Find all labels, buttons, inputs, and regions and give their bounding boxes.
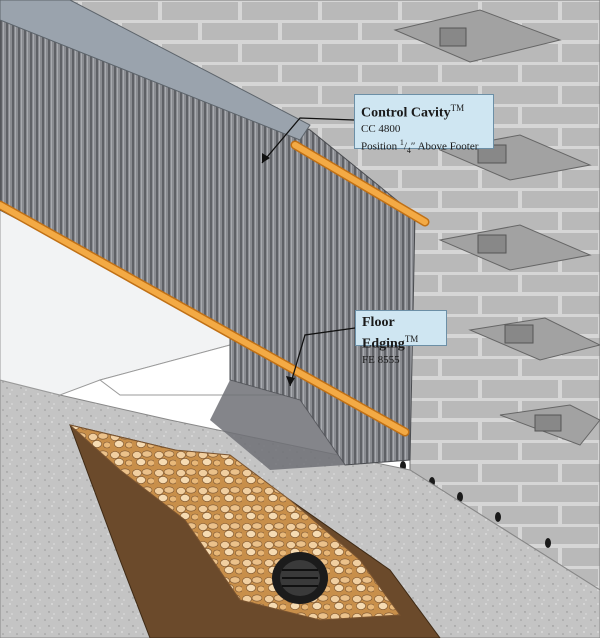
drain-pipe — [272, 552, 328, 604]
cc-arrowhead — [262, 153, 270, 163]
floor-edging-callout: Floor EdgingTM FE 8555 — [355, 310, 447, 366]
control-cavity-callout: Control CavityTM CC 4800 Position 1/4″ A… — [354, 94, 494, 155]
floor-edging-title: Floor EdgingTM — [362, 315, 440, 353]
floor-edging-title-text: Floor Edging — [362, 315, 405, 352]
top-flashing — [0, 0, 311, 141]
trademark-mark: TM — [450, 103, 465, 113]
floor-edging-model: FE 8555 — [362, 353, 400, 366]
membrane — [0, 9, 416, 470]
fe-arrowhead — [286, 376, 295, 386]
position-suffix: ″ Above Footer — [410, 140, 479, 153]
position-numerator: 1 — [399, 137, 404, 147]
floor-edging-strip — [0, 200, 410, 437]
control-cavity-model: CC 4800 — [361, 122, 401, 135]
control-cavity-position: Position 1/4″ Above Footer — [361, 137, 479, 155]
control-cavity-title: Control CavityTM — [361, 100, 487, 122]
leader-lines — [261, 117, 356, 387]
control-cavity-strip — [290, 140, 430, 227]
block-ends — [393, 9, 600, 446]
position-denominator: 4 — [406, 145, 411, 155]
position-prefix: Position — [361, 140, 400, 153]
trademark-mark: TM — [404, 334, 419, 344]
control-cavity-title-text: Control Cavity — [361, 105, 451, 121]
